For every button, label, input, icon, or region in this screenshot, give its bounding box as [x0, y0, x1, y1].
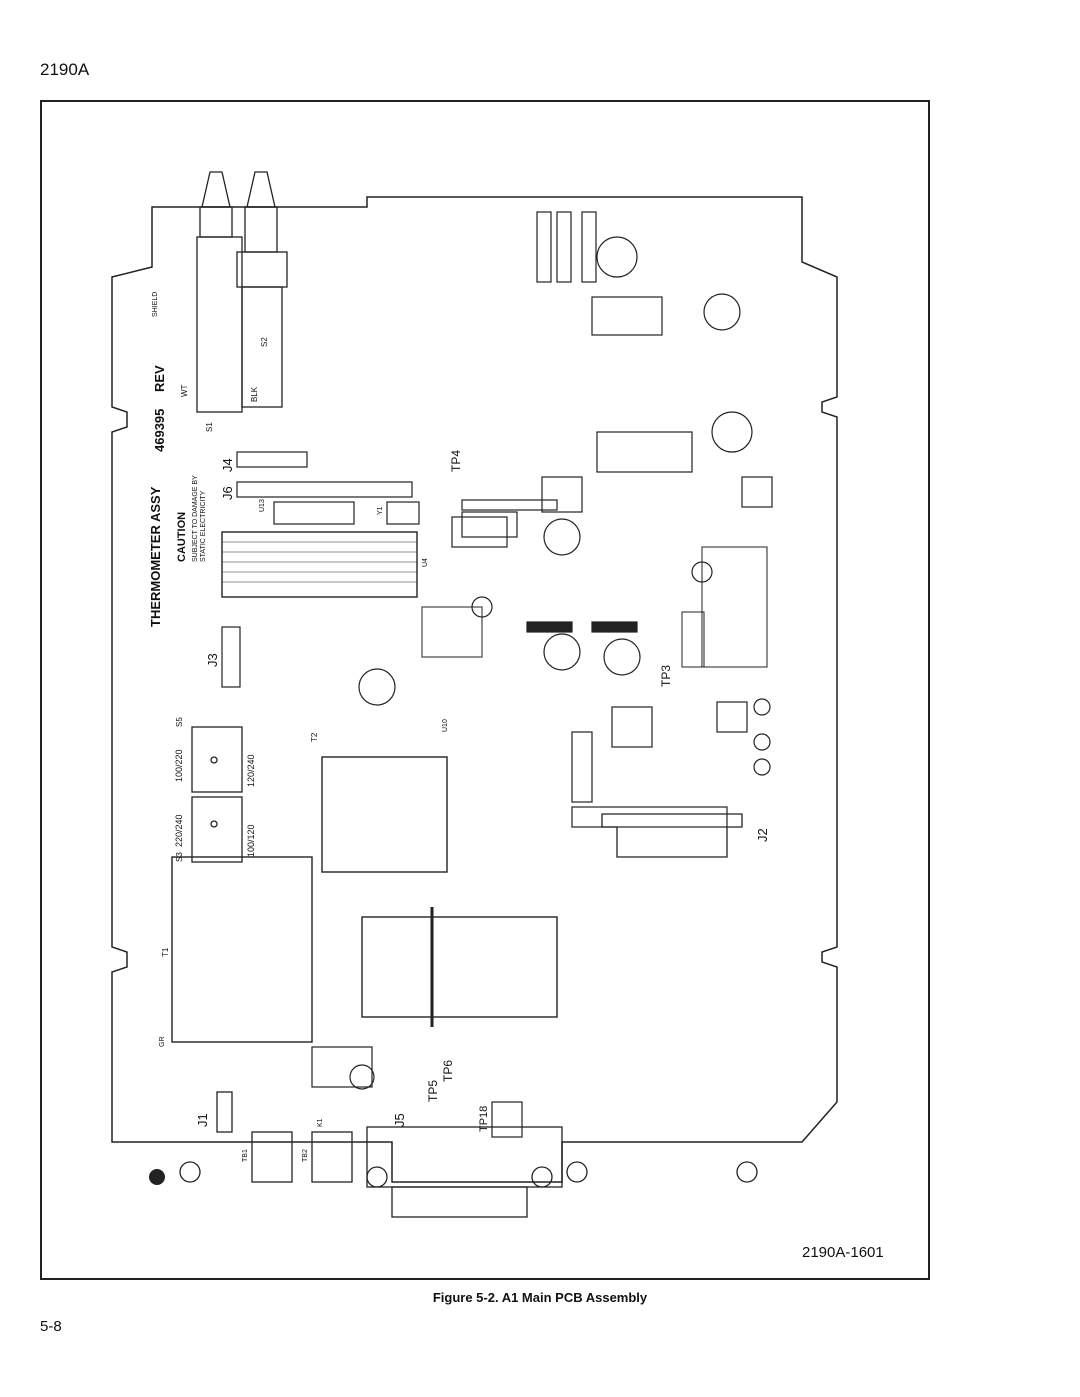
t2-transformer: [321, 756, 448, 873]
figure-number: 2190A-1601: [802, 1244, 884, 1261]
board-title: THERMOMETER ASSY: [148, 486, 163, 627]
resistor-bank: [421, 546, 768, 668]
label-j3: J3: [205, 653, 220, 667]
label-j4: J4: [220, 458, 235, 472]
black-dot: [149, 1169, 165, 1185]
voltage-switches: [191, 726, 243, 863]
page-number: 5-8: [40, 1318, 62, 1335]
label-tp5: TP5: [426, 1080, 440, 1102]
j2-bracket: [601, 813, 743, 858]
label-t2: T2: [310, 732, 319, 742]
board-part-number: 469395: [152, 409, 167, 452]
label-u4: U4: [422, 558, 429, 567]
label-j1: J1: [195, 1113, 210, 1127]
caution-title: CAUTION: [176, 512, 188, 562]
u4-ic: [221, 531, 418, 598]
label-gr: GR: [159, 1037, 166, 1048]
label-s1: S1: [205, 422, 214, 432]
label-s5-upper: 100/220: [174, 749, 184, 782]
label-u13: U13: [259, 499, 266, 512]
label-k1: K1: [317, 1118, 324, 1127]
caution-text-2: STATIC ELECTRICITY: [200, 490, 207, 562]
label-tp18: TP18: [478, 1106, 490, 1132]
label-tp3: TP3: [659, 665, 673, 687]
label-u10: U10: [442, 719, 449, 732]
label-tp4: TP4: [449, 450, 463, 472]
figure-frame: THERMOMETER ASSY 469395 REV CAUTION SUBJ…: [40, 100, 930, 1280]
right-column: [311, 211, 773, 1138]
label-y1: Y1: [377, 506, 384, 515]
caution-text-1: SUBJECT TO DAMAGE BY: [192, 475, 199, 562]
label-tp6: TP6: [441, 1060, 455, 1082]
label-s3-upper: 220/240: [174, 814, 184, 847]
figure-caption: Figure 5-2. A1 Main PCB Assembly: [432, 1290, 648, 1305]
label-s5-lower: 120/240: [246, 754, 256, 787]
label-j6: J6: [220, 486, 235, 500]
label-s3-lower: 100/120: [246, 824, 256, 857]
t1-transformer: [171, 856, 313, 1043]
label-j5: J5: [392, 1113, 407, 1127]
capacitors: [349, 236, 771, 1090]
label-t1: T1: [161, 947, 170, 957]
board-outline: [111, 196, 838, 1183]
central-block: [361, 916, 558, 1018]
label-shield: SHIELD: [152, 292, 159, 317]
label-tb2: TB2: [302, 1149, 309, 1162]
headers: [236, 451, 558, 548]
j3-outline: [221, 626, 241, 688]
label-s2: S2: [260, 337, 269, 347]
label-wt: WT: [180, 384, 189, 397]
doc-id: 2190A: [40, 60, 90, 79]
label-s5: S5: [175, 717, 184, 727]
bottom-connectors: [179, 1091, 758, 1218]
pcb-diagram: THERMOMETER ASSY 469395 REV CAUTION SUBJ…: [111, 171, 884, 1261]
label-blk: BLK: [250, 386, 259, 402]
label-j2: J2: [755, 828, 770, 842]
label-s3: S3: [175, 852, 184, 862]
binding-posts: [196, 171, 288, 413]
label-tb1: TB1: [242, 1149, 249, 1162]
board-rev: REV: [152, 365, 167, 392]
